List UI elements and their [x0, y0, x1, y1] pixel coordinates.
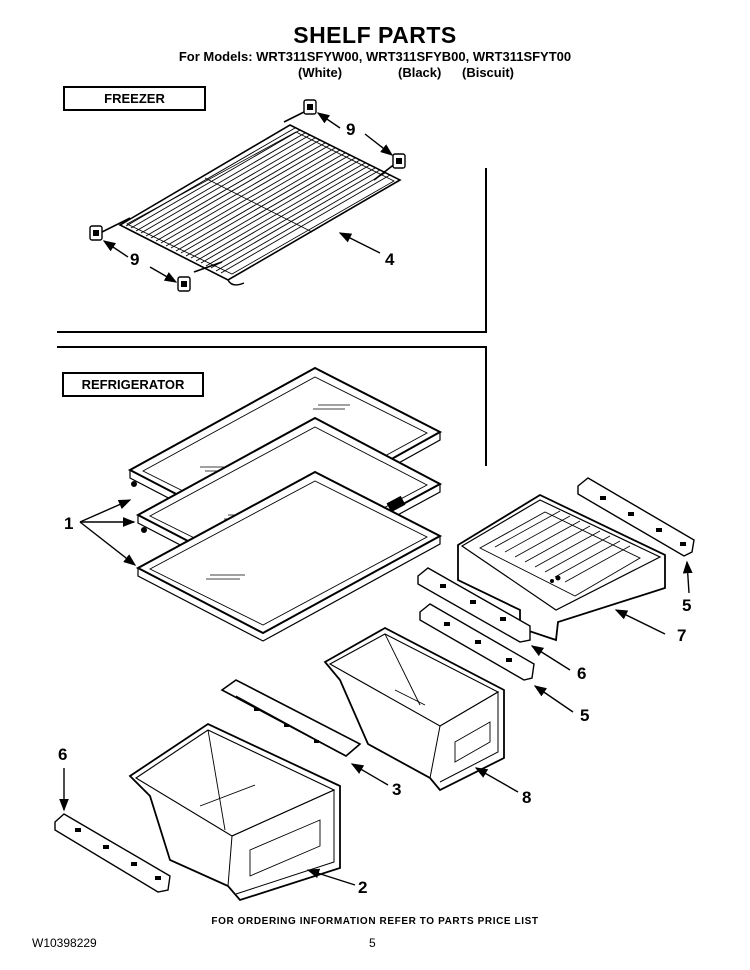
glass-shelf-bottom [135, 470, 443, 642]
page-title: SHELF PARTS [293, 22, 457, 48]
end-cap-bottom-left [89, 225, 103, 241]
slide-right-mid [419, 603, 535, 681]
callout-deli-slide-right: 5 [682, 596, 692, 615]
refrigerator-section-label: REFRIGERATOR [62, 372, 204, 397]
leader-lines [59, 112, 693, 886]
crisper-drawer-right [323, 626, 505, 792]
callout-slide-right-mid: 5 [580, 706, 590, 725]
end-cap-top-right [392, 153, 406, 169]
end-cap-bottom-right [177, 276, 191, 292]
slide-left-bottom [54, 813, 171, 893]
callout-deli-drawer: 7 [677, 626, 687, 645]
refrigerator-section-frame [57, 346, 487, 466]
slide-left-mid [417, 567, 531, 643]
freezer-section-label: FREEZER [63, 86, 206, 111]
callout-slide-left-bottom: 6 [58, 745, 68, 764]
ordering-note: FOR ORDERING INFORMATION REFER TO PARTS … [211, 916, 539, 927]
callout-crisper-left: 2 [358, 878, 368, 897]
page-number: 5 [369, 936, 376, 950]
callout-end-cap-bottom: 9 [130, 250, 140, 269]
callout-crisper-cover: 3 [392, 780, 402, 799]
callout-end-cap-top: 9 [346, 120, 356, 139]
crisper-cover [220, 679, 362, 757]
variant-black: (Black) [398, 65, 442, 80]
callout-glass-shelves: 1 [64, 514, 74, 533]
variant-biscuit: (Biscuit) [462, 65, 514, 80]
end-cap-top-left [303, 99, 317, 115]
freezer-wire-shelf [99, 107, 402, 286]
deli-slide-right-top [577, 477, 695, 557]
models-line: For Models: WRT311SFYW00, WRT311SFYB00, … [178, 49, 572, 64]
deli-drawer [457, 493, 666, 642]
document-number: W10398229 [32, 936, 97, 950]
callout-crisper-right: 8 [522, 788, 532, 807]
freezer-section-frame [57, 168, 487, 333]
variant-white: (White) [298, 65, 343, 80]
callout-freezer-wire-shelf: 4 [385, 250, 395, 269]
callout-slide-left-mid: 6 [577, 664, 587, 683]
crisper-drawer-left [128, 722, 341, 902]
